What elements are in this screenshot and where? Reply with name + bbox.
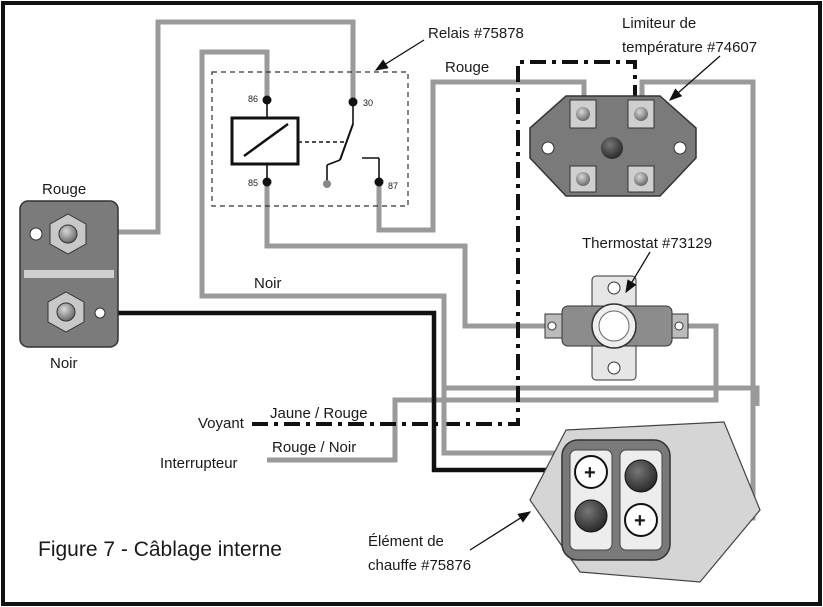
- label-thermostat: Thermostat #73129: [582, 235, 712, 252]
- label-rouge-noir: Rouge / Noir: [272, 439, 356, 456]
- relay-pin-30: 30: [363, 98, 373, 108]
- relay-switch-arm: [339, 123, 354, 161]
- label-element-line1: Élément de: [368, 533, 444, 550]
- element-dark-right: [624, 459, 658, 493]
- relay-pin-87: 87: [388, 181, 398, 191]
- relay-nc-contact: [323, 180, 331, 188]
- label-limiter-line2: température #74607: [622, 39, 757, 56]
- wires: [102, 19, 760, 521]
- wire-rouge-battery-to-relay-30: [118, 19, 356, 235]
- label-voyant: Voyant: [198, 415, 245, 432]
- label-jaune-rouge: Jaune / Rouge: [270, 405, 368, 422]
- label-limiter-line1: Limiteur de: [622, 15, 696, 32]
- label-noir-mid: Noir: [254, 275, 282, 292]
- relay-dashed-box: [211, 71, 409, 207]
- label-relay: Relais #75878: [428, 25, 524, 42]
- thermostat: [544, 275, 689, 381]
- pointers: [374, 39, 721, 551]
- wire-noir-battery-to-element: [102, 310, 580, 473]
- wire-rouge-noir-element: [441, 388, 578, 456]
- element-plus-left: [574, 455, 608, 489]
- element-dark-left: [574, 499, 608, 533]
- label-element-line2: chauffe #75876: [368, 557, 471, 574]
- wire-thermostat-to-interrupter: [267, 323, 719, 463]
- label-rouge-left: Rouge: [42, 181, 86, 198]
- temperature-limiter: [529, 95, 697, 197]
- wire-relay-85-to-thermostat: [264, 182, 545, 329]
- relay-coil-slash: [243, 122, 289, 158]
- relay-pin-85: 85: [248, 178, 258, 188]
- figure-caption: Figure 7 - Câblage interne: [38, 538, 282, 561]
- element-plus-right: [624, 503, 658, 537]
- label-rouge-top: Rouge: [445, 59, 489, 76]
- relay: 86 85 30 87: [211, 71, 409, 207]
- wire-relay-87-to-limiter: [376, 79, 587, 233]
- relay-pin-86: 86: [248, 94, 258, 104]
- element-plus-left-symbol: +: [584, 462, 596, 484]
- element-plus-right-symbol: +: [634, 510, 646, 532]
- wire-noir-relay-86: [199, 49, 760, 406]
- terminal-block: [19, 200, 119, 348]
- heating-element: + +: [529, 421, 761, 583]
- label-interrupteur: Interrupteur: [160, 455, 238, 472]
- label-noir-left: Noir: [50, 355, 78, 372]
